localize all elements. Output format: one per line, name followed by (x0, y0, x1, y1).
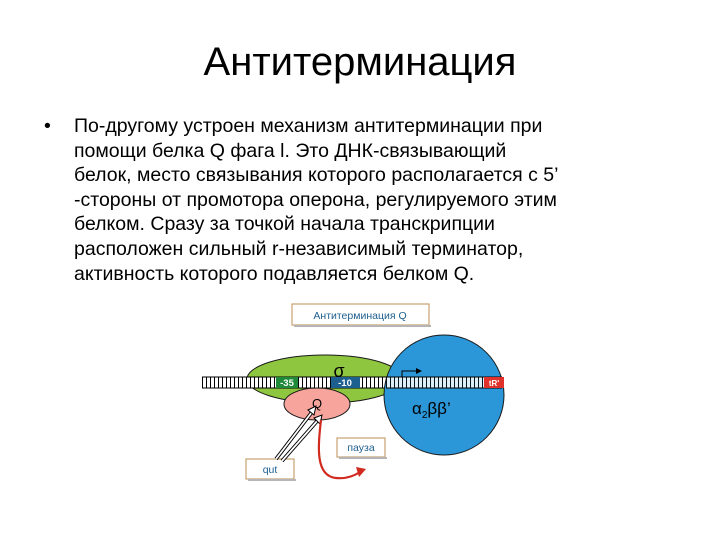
qut-label-box: qut (245, 458, 296, 481)
bullet-line: активность которого подавляется белком Q… (74, 262, 475, 285)
minus35-box (276, 377, 298, 388)
minus35-label: -35 (280, 378, 294, 389)
bullet-line: расположен сильный r-независимый термина… (74, 237, 524, 260)
rna-polymerase-core (383, 334, 505, 456)
q-label: Q (312, 396, 322, 411)
pause-label-box: пауза (336, 437, 387, 459)
dna-through-polymerase (386, 376, 502, 389)
minus10-label: -10 (338, 378, 352, 389)
rna-transcript-arrow (317, 419, 366, 480)
diagram-title-box: Антитерминация Q (291, 303, 431, 327)
antitermination-diagram: Антитерминация Q -35 -10 tR' Q σ α2ββ’ п… (202, 303, 505, 481)
pause-label: пауза (347, 442, 374, 454)
terminator-label: tR' (489, 379, 499, 388)
bullet-line: белок, место связывания которого распола… (74, 164, 559, 187)
terminator-box (484, 377, 504, 388)
qut-label: qut (263, 464, 278, 476)
bullet-line: По-другому устроен механизм антитерминац… (74, 115, 543, 137)
sigma-label: σ (333, 361, 344, 381)
minus10-box (331, 377, 360, 388)
slide-title: Антитерминация (203, 40, 517, 84)
bullet-line: помощи белка Q фага l. Это ДНК-связывающ… (74, 139, 507, 162)
transcription-start-arrow (401, 370, 416, 377)
qut-pointer-arrows (274, 405, 323, 463)
polymerase-label: α2ββ’ (412, 399, 451, 421)
bullet-line: -стороны от промотора оперона, регулируе… (74, 188, 557, 211)
bullet-dot: • (44, 115, 51, 137)
bullet-text: По-другому устроен механизм антитерминац… (74, 114, 694, 286)
bullet-line: белком. Сразу за точкой начала транскрип… (74, 213, 495, 236)
diagram-title: Антитерминация Q (313, 310, 406, 322)
